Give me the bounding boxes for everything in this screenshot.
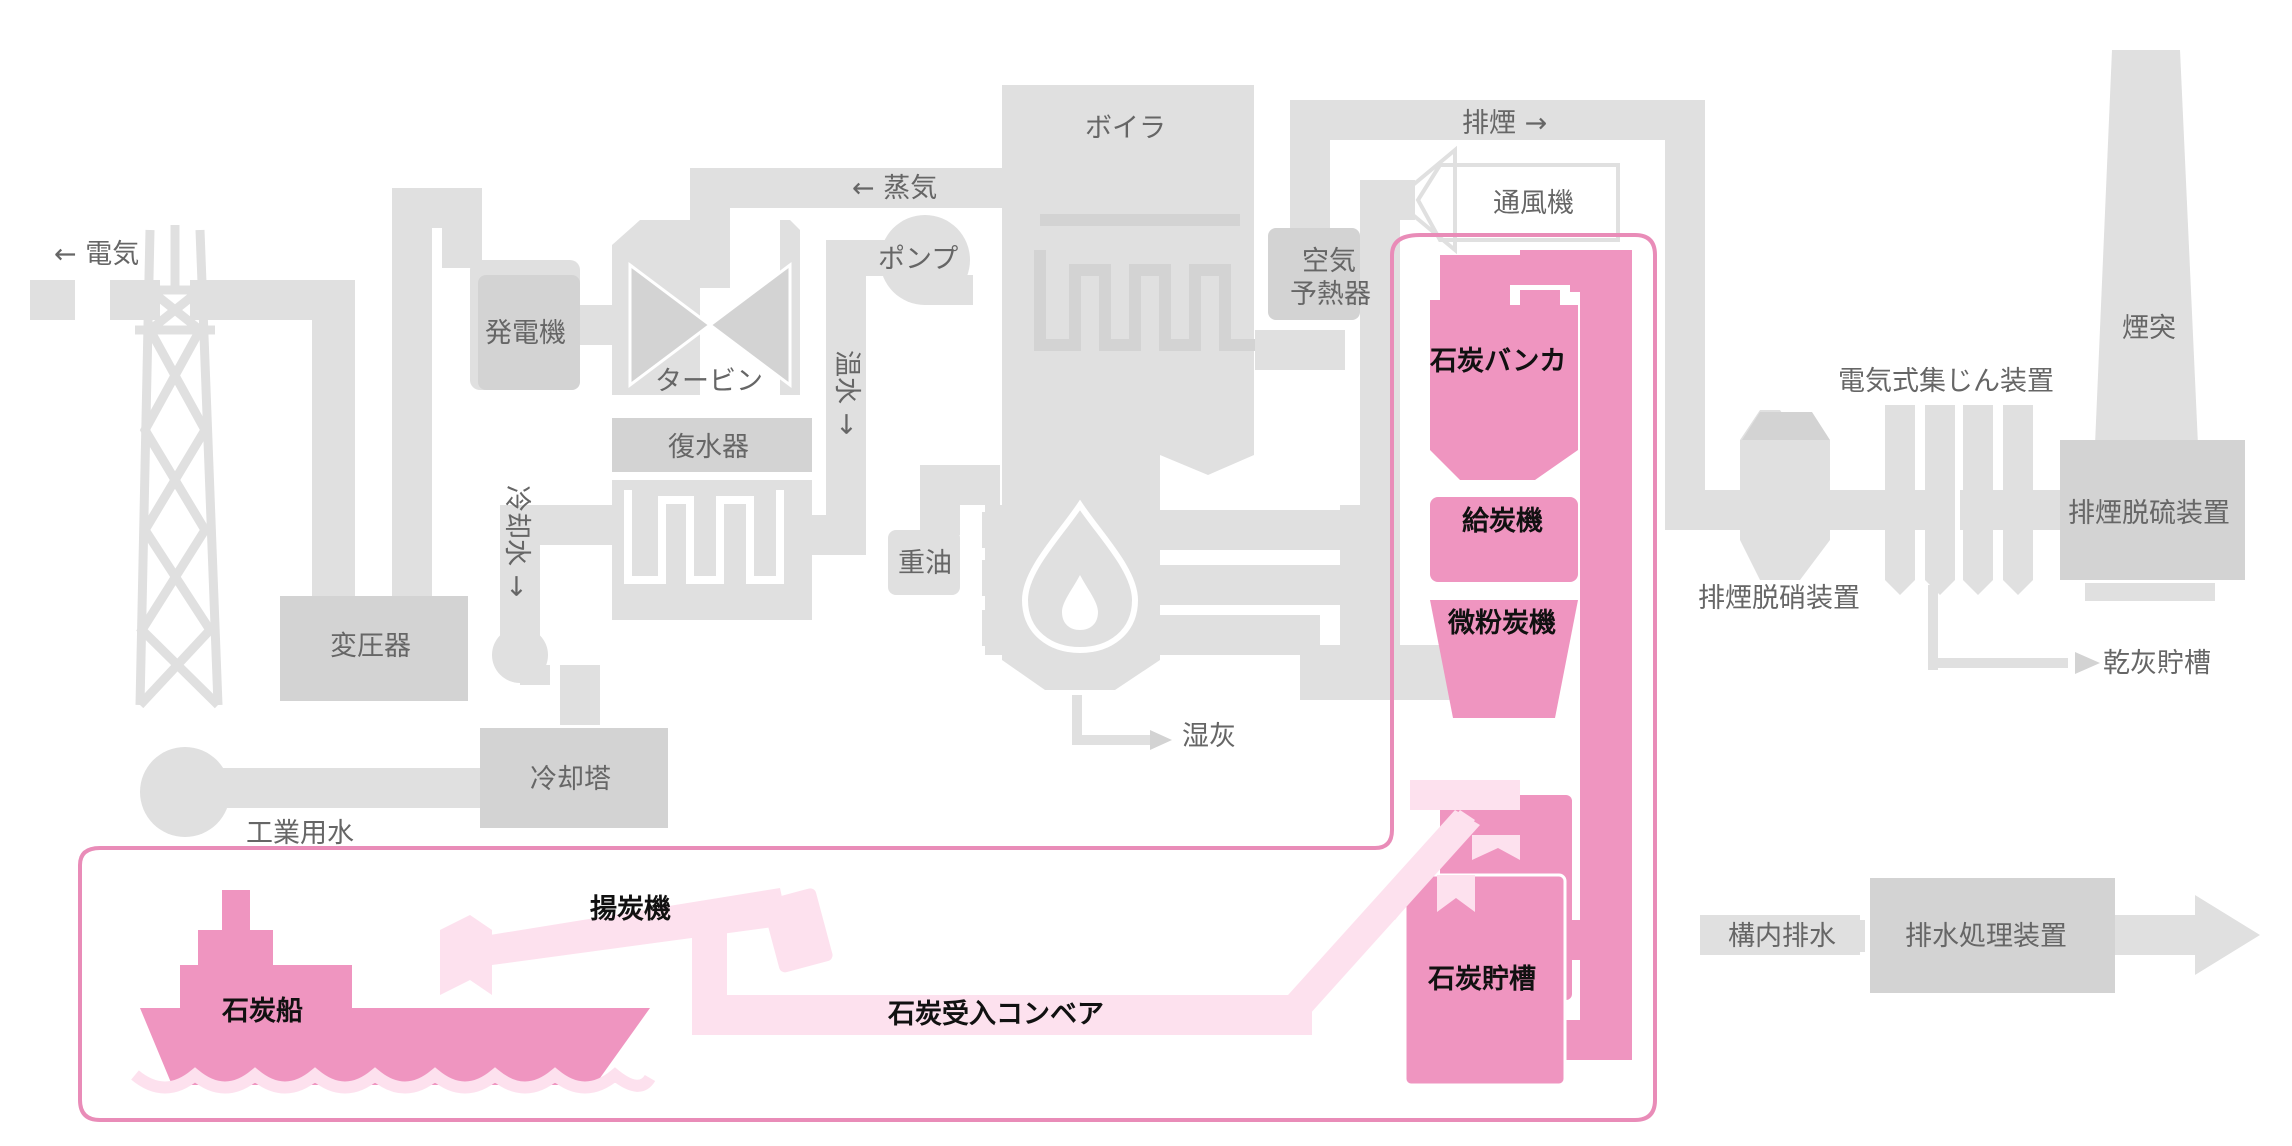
arrow-icon <box>1150 730 1172 750</box>
generator <box>478 275 580 390</box>
coal-bunker-label: 石炭バンカ <box>1429 346 1566 377</box>
transformer-label: 変圧器 <box>330 631 411 662</box>
condenser-label: 復水器 <box>668 432 749 463</box>
exhaust-smoke-label: 排煙 → <box>1462 108 1547 139</box>
boiler-label: ボイラ <box>1085 113 1166 144</box>
boiler <box>1002 85 1255 690</box>
flame-icon <box>1021 499 1139 654</box>
coal-silo-label: 石炭貯槽 <box>1427 964 1536 995</box>
ship-icon <box>131 890 656 1094</box>
arrow-icon <box>2115 895 2260 975</box>
denitration-label: 排煙脱硝装置 <box>1698 583 1860 614</box>
chimney-label: 煙突 <box>2122 313 2176 344</box>
coal-system-outline <box>78 233 1657 1122</box>
cooling-water-label: 冷却水 → <box>501 485 532 597</box>
coal-feeder-label: 給炭機 <box>1462 505 1543 537</box>
air-preheater-label-2: 予熱器 <box>1290 279 1371 310</box>
coal-silo <box>1403 873 1567 1087</box>
air-preheater <box>1268 228 1360 320</box>
coal-ship-label: 石炭船 <box>221 995 303 1027</box>
pump-icon <box>880 215 973 305</box>
cooling-tower-label: 冷却塔 <box>530 764 611 795</box>
electrostatic-precipitator <box>1885 405 2033 595</box>
arrow-icon <box>2075 652 2100 674</box>
electricity-label: ← 電気 <box>54 239 139 270</box>
site-wastewater-label: 構内排水 <box>1728 921 1836 952</box>
desulfurization-unit <box>2060 440 2245 580</box>
transmission-tower-icon <box>130 225 223 709</box>
coal-conveyor-label: 石炭受入コンベア <box>887 998 1104 1030</box>
chimney-icon <box>2095 50 2198 445</box>
pulverizer <box>1430 600 1578 718</box>
generator-label: 発電機 <box>485 318 566 349</box>
coal-conveyor <box>692 995 1312 1035</box>
pulverizer-label: 微粉炭機 <box>1447 608 1556 639</box>
warm-water-label: 温水 → <box>831 350 862 435</box>
unloader-label: 揚炭機 <box>590 894 671 925</box>
dry-ash-tank-label: 乾灰貯槽 <box>2103 648 2211 679</box>
unloader <box>440 888 833 1015</box>
heavy-oil-label: 重油 <box>898 548 952 579</box>
turbine-label: タービン <box>655 366 763 397</box>
pump-label: ポンプ <box>878 244 958 275</box>
denitration-unit <box>1740 410 1830 580</box>
coal-feeder <box>1430 497 1578 582</box>
coal-bunker <box>1430 255 1578 480</box>
industrial-water-inlet <box>140 747 230 837</box>
heavy-oil-tank <box>888 530 960 595</box>
wastewater-treatment-unit <box>1870 878 2115 993</box>
coal-return-duct <box>1580 250 1632 1060</box>
steam-label: ← 蒸気 <box>852 173 937 204</box>
turbine <box>628 262 792 388</box>
wastewater-treatment-label: 排水処理装置 <box>1905 921 2067 952</box>
air-preheater-label-1: 空気 <box>1302 246 1356 277</box>
labels: ← 電気 発電機 タービン ← 蒸気 ポンプ ボイラ 排煙 → 通風機 空気 予… <box>54 108 2230 1030</box>
esp-label: 電気式集じん装置 <box>1838 366 2054 397</box>
cooling-pump-icon <box>492 627 550 685</box>
condenser <box>612 418 812 472</box>
site-wastewater-pipe <box>1705 920 1865 952</box>
fan-label: 通風機 <box>1493 188 1574 219</box>
wet-ash-label: 湿灰 <box>1182 721 1236 752</box>
desulfurization-label: 排煙脱硫装置 <box>2068 498 2230 529</box>
transformer <box>280 596 468 701</box>
cooling-tower <box>480 728 668 828</box>
industrial-water-label: 工業用水 <box>246 818 354 849</box>
